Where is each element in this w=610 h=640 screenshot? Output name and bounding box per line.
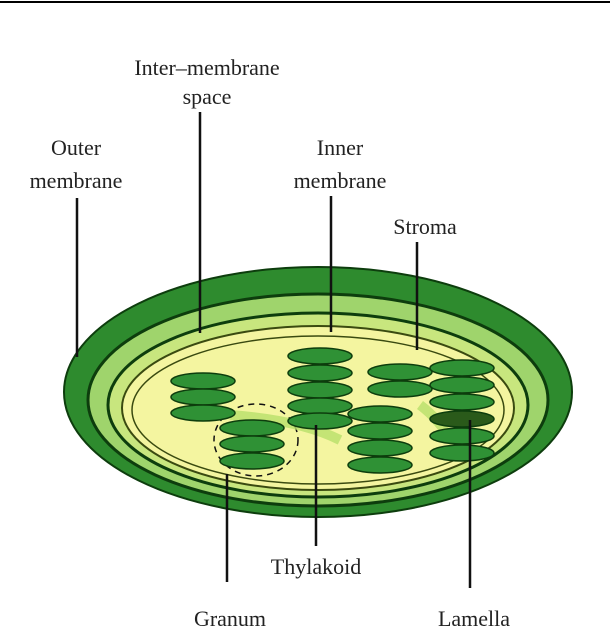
thylakoid-disc [347, 405, 413, 423]
thylakoid-disc [347, 439, 413, 457]
thylakoid-disc [429, 393, 495, 411]
thylakoid-disc [170, 372, 236, 390]
inner-membrane-line [131, 335, 505, 485]
thylakoid-disc [170, 388, 236, 406]
label-thylakoid: Thylakoid [271, 554, 361, 579]
thylakoid-disc [219, 435, 285, 453]
label-outer-membrane: membrane [30, 168, 123, 193]
thylakoid-disc [287, 364, 353, 382]
thylakoid-disc [219, 419, 285, 437]
label-outer: Outer [51, 135, 102, 160]
thylakoid-disc [287, 397, 353, 415]
thylakoid-disc [219, 452, 285, 470]
granum-outline [213, 403, 299, 477]
thylakoid-disc [429, 444, 495, 462]
label-inner-membrane: membrane [294, 168, 387, 193]
thylakoid-disc [367, 380, 433, 398]
thylakoid-disc [347, 456, 413, 474]
thylakoid-disc [429, 427, 495, 445]
thylakoid-disc [287, 412, 353, 430]
thylakoid-disc [347, 422, 413, 440]
thylakoid-disc [367, 363, 433, 381]
label-inner: Inner [317, 135, 364, 160]
label-granum: Granum [194, 606, 266, 631]
label-intermembrane: Inter–membrane [134, 55, 279, 80]
thylakoid-disc [429, 410, 495, 428]
thylakoid-disc [429, 376, 495, 394]
leader-lines [75, 112, 472, 588]
label-intermembrane-space: space [183, 84, 232, 109]
thylakoid-disc [287, 347, 353, 365]
chloroplast [63, 266, 573, 518]
thylakoid-disc [170, 404, 236, 422]
thylakoid-disc [429, 359, 495, 377]
label-stroma: Stroma [393, 214, 457, 239]
thylakoid-disc [287, 381, 353, 399]
thylakoid-stacks [170, 347, 495, 474]
label-lamella: Lamella [438, 606, 510, 631]
